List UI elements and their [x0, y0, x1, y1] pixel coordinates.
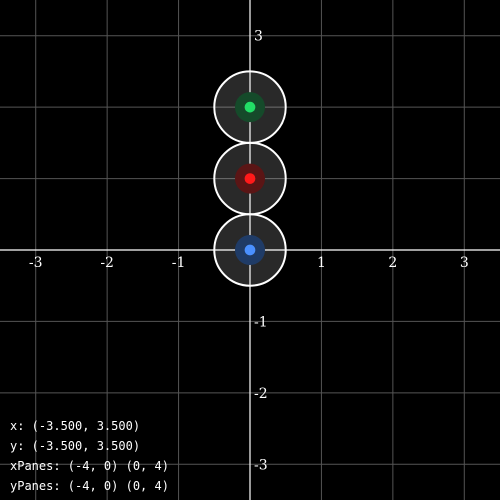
y-tick-label: -2 — [254, 386, 268, 402]
x-panes-readout: xPanes: (-4, 0) (0, 4) — [10, 459, 169, 473]
green-handle[interactable] — [213, 70, 287, 144]
x-tick-label: 1 — [317, 255, 326, 271]
x-tick-label: 3 — [460, 255, 469, 271]
x-tick-label: -1 — [172, 255, 186, 271]
coordinate-readout: x: (-3.500, 3.500) y: (-3.500, 3.500) xP… — [10, 416, 169, 496]
x-tick-label: -3 — [29, 255, 43, 271]
y-panes-readout: yPanes: (-4, 0) (0, 4) — [10, 479, 169, 493]
draggable-handles[interactable] — [213, 70, 287, 287]
y-tick-label: -1 — [254, 314, 268, 330]
x-range-readout: x: (-3.500, 3.500) — [10, 419, 141, 433]
handle-dot[interactable] — [244, 101, 256, 113]
y-tick-label: 3 — [254, 29, 263, 45]
x-tick-label: 2 — [388, 255, 397, 271]
handle-dot[interactable] — [244, 244, 256, 256]
y-tick-label: -3 — [254, 457, 268, 473]
y-range-readout: y: (-3.500, 3.500) — [10, 439, 141, 453]
x-tick-label: -2 — [100, 255, 114, 271]
handle-dot[interactable] — [244, 173, 256, 184]
blue-handle[interactable] — [213, 213, 287, 287]
red-handle[interactable] — [213, 141, 287, 216]
